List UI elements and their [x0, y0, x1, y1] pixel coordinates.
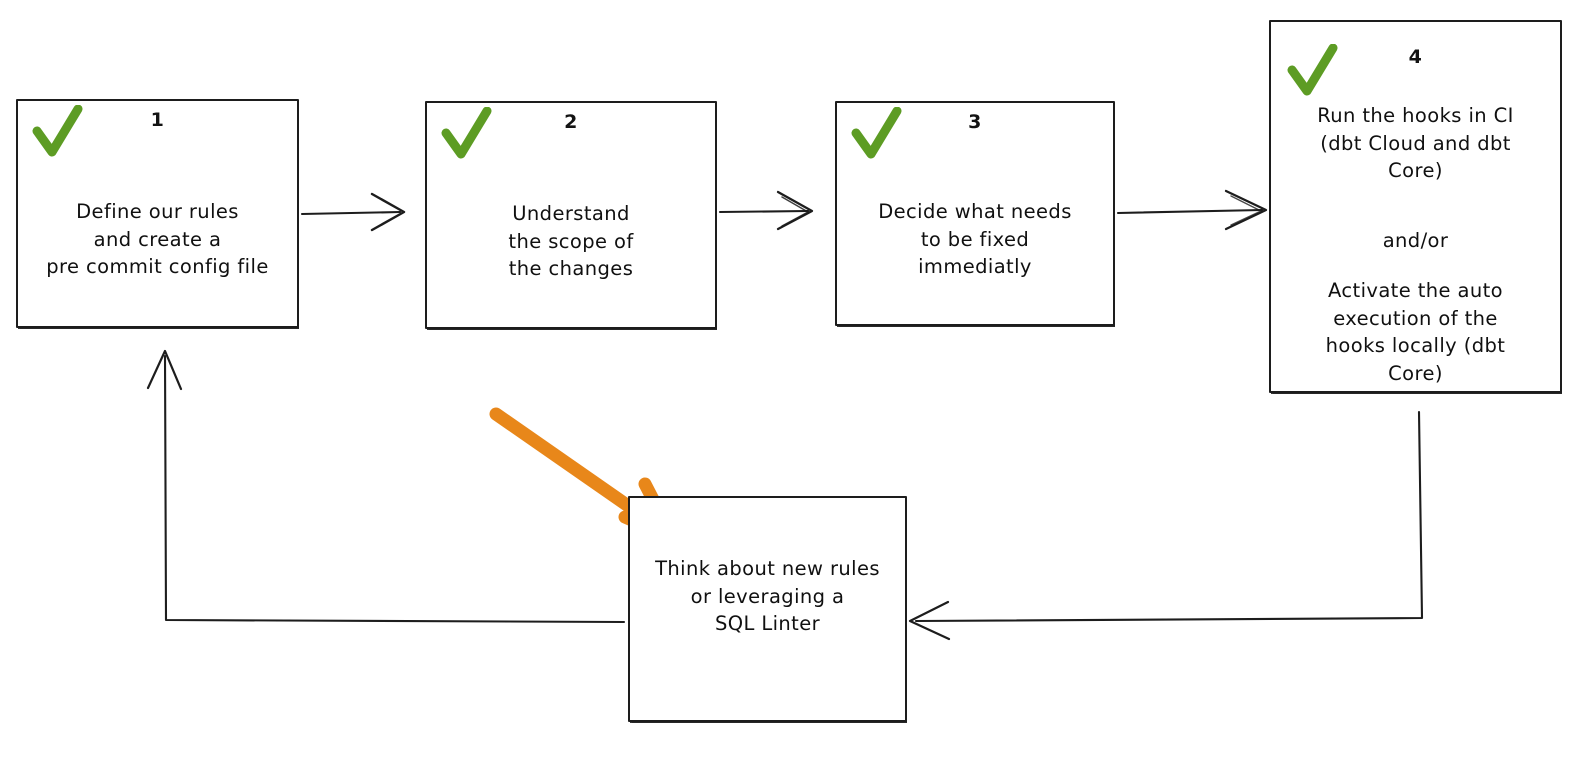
connector-step4-loop [908, 410, 1424, 641]
green-check-icon [851, 107, 902, 159]
step-label-ci: Run the hooks in CI (dbt Cloud and dbt C… [1317, 104, 1514, 183]
step-label: Define our rules and create a pre commit… [46, 200, 269, 279]
flow-node-body: 2 Understand the scope of the changes [427, 103, 715, 327]
step-label: Understand the scope of the changes [508, 202, 634, 281]
connector-loop-step1 [146, 349, 626, 624]
step-number: 3 [968, 111, 982, 133]
green-check-icon [1287, 44, 1338, 96]
step-label-andor: and/or [1382, 229, 1449, 252]
green-check-icon [441, 107, 492, 159]
flow-node-step-1[interactable]: 1 Define our rules and create a pre comm… [16, 99, 299, 328]
flow-node-body: 1 Define our rules and create a pre comm… [18, 101, 297, 326]
step-label: Think about new rules or leveraging a SQ… [655, 557, 880, 636]
green-check-icon [32, 105, 83, 157]
flow-node-body: 3 Decide what needs to be fixed immediat… [837, 103, 1113, 324]
step-number: 2 [564, 111, 578, 133]
connector-step1-step2 [300, 192, 406, 232]
flow-node-loop-step[interactable]: Think about new rules or leveraging a SQ… [628, 496, 907, 722]
step-number: 4 [1408, 46, 1423, 68]
flow-node-step-3[interactable]: 3 Decide what needs to be fixed immediat… [835, 101, 1115, 326]
step-label-local: Activate the auto execution of the hooks… [1325, 279, 1506, 386]
step-number: 1 [150, 109, 165, 131]
flow-node-step-4[interactable]: 4 Run the hooks in CI (dbt Cloud and dbt… [1269, 20, 1562, 393]
flow-node-body: Think about new rules or leveraging a SQ… [630, 498, 905, 720]
flow-node-step-2[interactable]: 2 Understand the scope of the changes [425, 101, 717, 329]
connector-step2-step3 [718, 190, 814, 231]
connector-step3-step4 [1116, 189, 1268, 231]
flow-node-body: 4 Run the hooks in CI (dbt Cloud and dbt… [1271, 22, 1560, 391]
step-label: Decide what needs to be fixed immediatly [878, 200, 1072, 279]
